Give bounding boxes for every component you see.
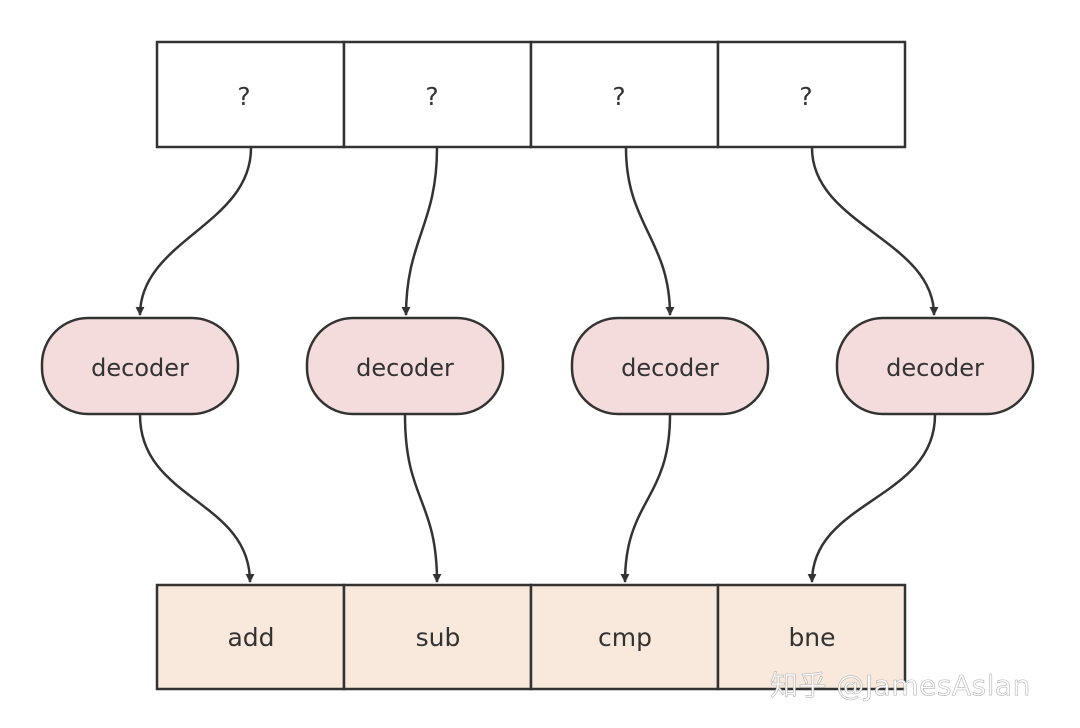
- output-arrows: [138, 414, 937, 583]
- decoder-label: decoder: [621, 354, 719, 382]
- instruction-label: cmp: [598, 623, 652, 652]
- arrow: [624, 147, 675, 316]
- decoder-block: [835, 316, 1035, 416]
- top-cell-label: ?: [799, 82, 812, 111]
- input-arrows: [135, 147, 939, 316]
- decoder-label: decoder: [91, 354, 189, 382]
- bottom-row: add sub cmp bne: [155, 583, 907, 691]
- arrow: [135, 147, 253, 316]
- top-cell: [155, 40, 346, 149]
- watermark: 知乎 @JamesAslan: [770, 669, 1031, 703]
- arrow: [403, 414, 442, 583]
- top-cell: [716, 40, 907, 149]
- instruction-label: add: [227, 623, 274, 652]
- instruction-label: sub: [416, 623, 461, 652]
- top-cell-label: ?: [425, 82, 438, 111]
- instruction-cell: [716, 583, 907, 691]
- instruction-label: bne: [788, 623, 835, 652]
- top-row: ? ? ? ?: [155, 40, 907, 149]
- top-cell: [529, 40, 720, 149]
- instruction-cell: [155, 583, 346, 691]
- arrow: [620, 414, 672, 583]
- top-cell: [342, 40, 533, 149]
- instruction-cell: [529, 583, 720, 691]
- decoder-label: decoder: [886, 354, 984, 382]
- decoder-block: [570, 316, 770, 416]
- arrow: [810, 147, 939, 316]
- arrow: [401, 147, 439, 316]
- decoder-label: decoder: [356, 354, 454, 382]
- arrow: [138, 414, 255, 583]
- instruction-cell: [342, 583, 533, 691]
- decoder-row: decoder decoder decoder decoder: [40, 316, 1035, 416]
- decoder-block: [40, 316, 240, 416]
- decoder-block: [305, 316, 505, 416]
- arrow: [807, 414, 937, 583]
- top-cell-label: ?: [612, 82, 625, 111]
- top-cell-label: ?: [237, 82, 250, 111]
